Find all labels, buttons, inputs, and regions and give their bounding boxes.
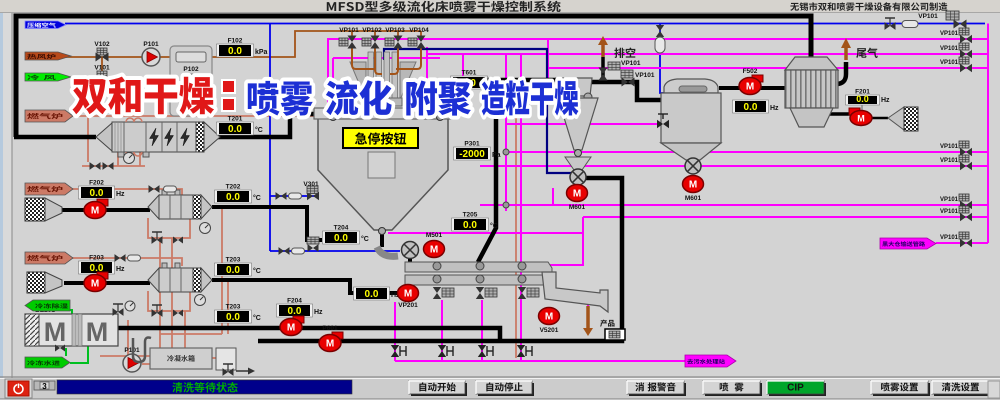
svg-text:VP101: VP101	[940, 158, 959, 164]
svg-text:T204: T204	[334, 225, 349, 232]
svg-text:M: M	[545, 312, 553, 323]
svg-text:P301: P301	[464, 141, 480, 148]
svg-text:VP103: VP103	[385, 27, 405, 34]
svg-text:°C: °C	[253, 267, 261, 275]
svg-text:VP101: VP101	[940, 46, 959, 52]
svg-text:VP101: VP101	[918, 13, 938, 20]
svg-text:Hz: Hz	[116, 191, 125, 198]
svg-text:P601: P601	[322, 325, 338, 332]
svg-text:M: M	[91, 279, 99, 290]
svg-text:M: M	[326, 339, 334, 350]
svg-text:Pa: Pa	[492, 152, 501, 159]
svg-text:kPa: kPa	[255, 49, 268, 56]
svg-text:V5201: V5201	[540, 327, 559, 334]
svg-text:°C: °C	[490, 222, 498, 230]
svg-text:0.0: 0.0	[334, 233, 348, 244]
svg-text:VP101: VP101	[940, 144, 959, 150]
svg-text:VP101: VP101	[940, 197, 959, 203]
svg-text:F201: F201	[855, 89, 870, 96]
svg-text:M: M	[857, 114, 865, 124]
svg-text:0.0: 0.0	[288, 306, 302, 317]
svg-text:Hz: Hz	[314, 309, 323, 316]
svg-text:V301: V301	[303, 181, 319, 188]
svg-text:0.0: 0.0	[226, 265, 240, 276]
svg-text:M601: M601	[569, 204, 586, 211]
svg-text:VP101: VP101	[339, 27, 359, 34]
svg-text:Hz: Hz	[116, 266, 125, 273]
svg-text:0.0: 0.0	[365, 289, 379, 300]
svg-text:VP101: VP101	[621, 60, 641, 67]
svg-text:0.0: 0.0	[90, 188, 104, 199]
svg-text:F102: F102	[228, 38, 243, 45]
svg-text:F502: F502	[743, 68, 758, 75]
svg-text:M: M	[430, 245, 438, 256]
svg-text:M: M	[573, 189, 581, 200]
svg-text:Hz: Hz	[881, 97, 890, 104]
svg-text:P101: P101	[143, 41, 159, 48]
svg-text:0.0: 0.0	[226, 192, 240, 203]
svg-text:M501: M501	[426, 232, 443, 239]
svg-text:Hz: Hz	[391, 292, 400, 299]
svg-text:0.0: 0.0	[90, 263, 104, 274]
svg-text:F203: F203	[89, 255, 104, 262]
svg-text:VP102: VP102	[362, 27, 382, 34]
svg-text:V101: V101	[94, 65, 110, 72]
svg-text:M: M	[86, 317, 109, 347]
svg-text:M: M	[404, 289, 412, 300]
svg-text:M: M	[689, 180, 697, 191]
svg-text:M601: M601	[685, 195, 702, 202]
svg-text:VP201: VP201	[398, 302, 418, 309]
svg-text:T203: T203	[226, 257, 241, 264]
svg-text:°C: °C	[253, 314, 261, 322]
svg-text:T205: T205	[463, 212, 478, 219]
svg-text:V102: V102	[94, 41, 110, 48]
svg-text:F202: F202	[89, 180, 104, 187]
svg-text:CIP: CIP	[787, 383, 804, 394]
svg-text:0.0: 0.0	[463, 220, 477, 231]
svg-text:0.0: 0.0	[226, 312, 240, 323]
svg-text:VP101: VP101	[940, 60, 959, 66]
svg-text:0.0: 0.0	[856, 94, 869, 104]
svg-text:Hz: Hz	[770, 105, 779, 112]
svg-text:T203: T203	[226, 304, 241, 311]
svg-text:0.0: 0.0	[228, 124, 242, 135]
svg-text:°C: °C	[255, 126, 263, 134]
svg-text:VP101: VP101	[940, 235, 959, 241]
svg-text:VP104: VP104	[409, 27, 429, 34]
svg-text:M: M	[91, 206, 99, 217]
svg-text:0.0: 0.0	[744, 102, 758, 113]
svg-text:VP101: VP101	[940, 31, 959, 37]
svg-text:M: M	[287, 323, 295, 334]
svg-text:T601: T601	[462, 70, 477, 77]
svg-text:M: M	[44, 317, 67, 347]
svg-text:T201: T201	[228, 116, 243, 123]
svg-text:F204: F204	[287, 298, 302, 305]
svg-text:-2000: -2000	[459, 149, 485, 160]
svg-text:VP101: VP101	[635, 72, 655, 79]
svg-text:M: M	[746, 82, 754, 93]
svg-text:3: 3	[42, 382, 47, 391]
svg-text:P102: P102	[183, 66, 199, 73]
svg-text:0.0: 0.0	[228, 46, 242, 57]
svg-text:T202: T202	[226, 184, 241, 191]
svg-text:°C: °C	[361, 235, 369, 243]
svg-text:VP101: VP101	[940, 209, 959, 215]
svg-text:°C: °C	[253, 194, 261, 202]
